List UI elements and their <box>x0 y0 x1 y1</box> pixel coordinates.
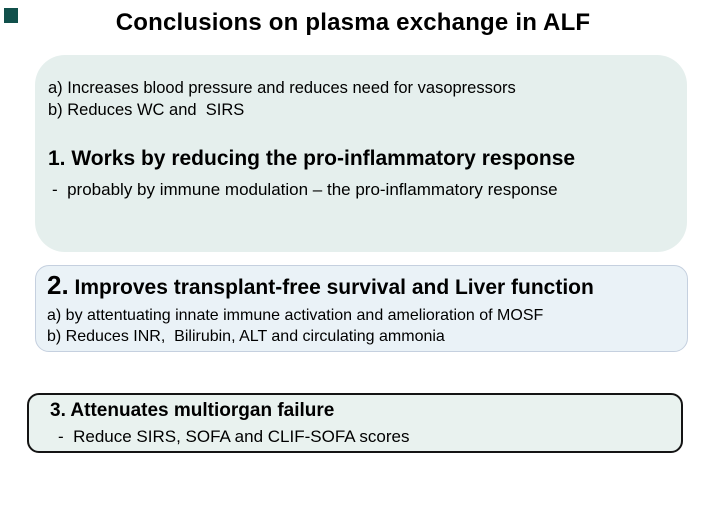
conclusion-box-1: a) Increases blood pressure and reduces … <box>35 55 687 252</box>
box2-heading: 2. Improves transplant-free survival and… <box>47 270 681 303</box>
box2-heading-text: Improves transplant-free survival and Li… <box>68 276 594 299</box>
box3-heading: 3. Attenuates multiorgan failure <box>50 400 335 421</box>
box2-line-a: a) by attentuating innate immune activat… <box>47 307 544 324</box>
box2-line-b: b) Reduces INR, Bilirubin, ALT and circu… <box>47 328 445 345</box>
slide-title: Conclusions on plasma exchange in ALF <box>115 9 591 36</box>
corner-accent-square <box>4 8 18 23</box>
box3-subline: - Reduce SIRS, SOFA and CLIF-SOFA scores <box>58 427 410 446</box>
box1-line-b: b) Reduces WC and SIRS <box>48 101 245 119</box>
box2-heading-number: 2. <box>47 270 69 300</box>
box1-subline: - probably by immune modulation – the pr… <box>52 180 558 199</box>
box1-line-a: a) Increases blood pressure and reduces … <box>48 79 516 97</box>
conclusion-box-3: 3. Attenuates multiorgan failure - Reduc… <box>27 393 683 453</box>
box1-heading: 1. Works by reducing the pro-inflammator… <box>48 147 576 170</box>
conclusion-box-2: 2. Improves transplant-free survival and… <box>35 265 688 352</box>
